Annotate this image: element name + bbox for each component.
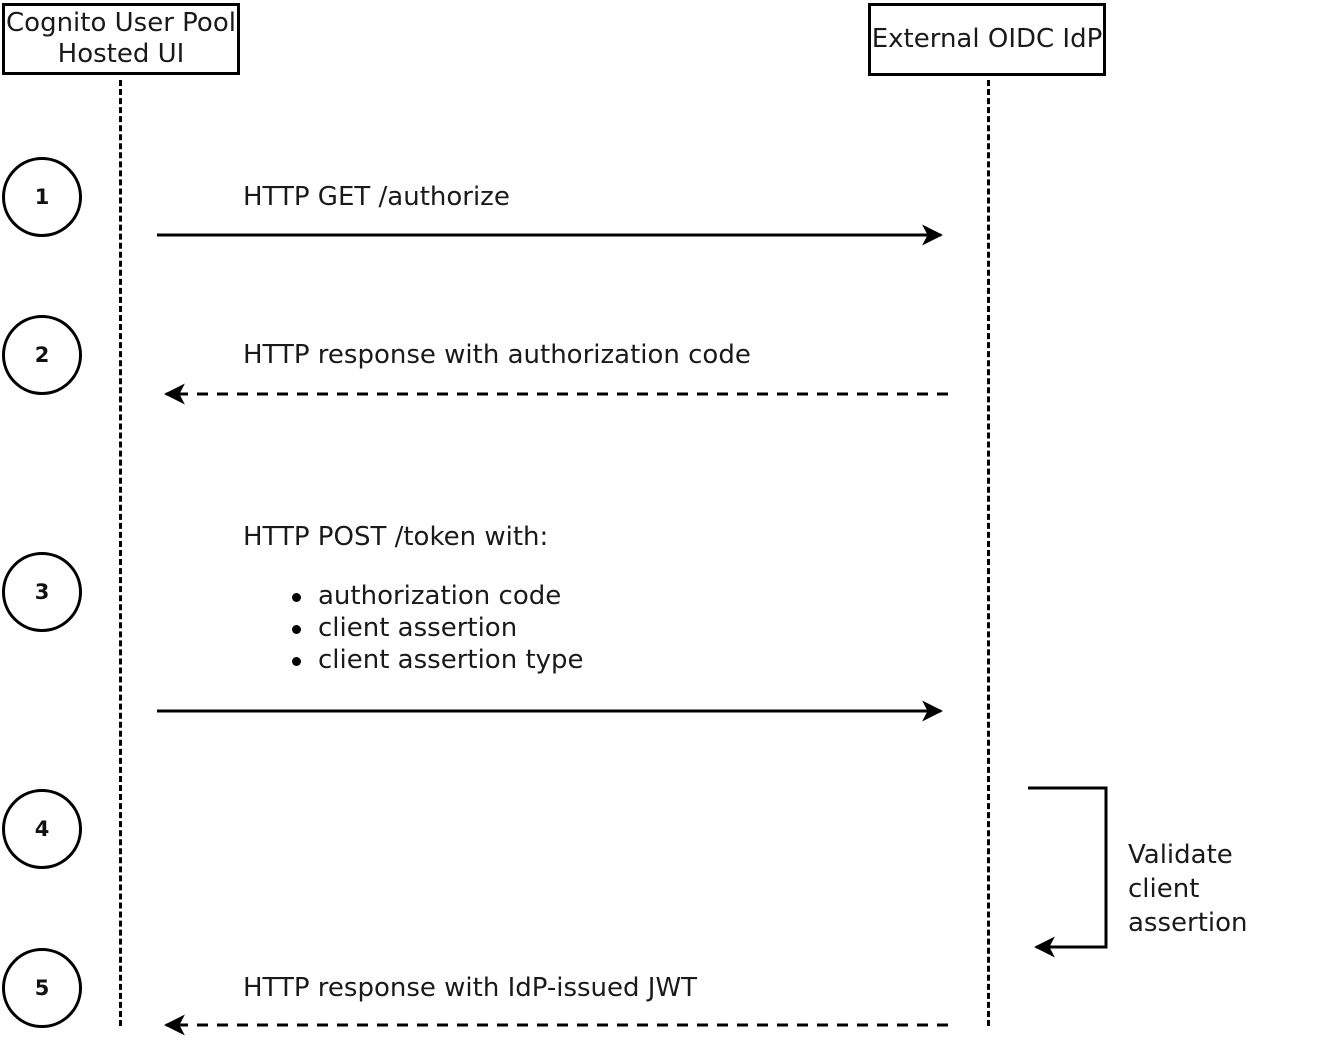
step-circle-1: 1 (2, 157, 82, 237)
message-arrow-4-self-loop (1028, 786, 1108, 958)
step-circle-3: 3 (2, 552, 82, 632)
participant-box-cognito: Cognito User Pool Hosted UI (2, 3, 240, 75)
message-3-bullet-list: authorization code client assertion clie… (292, 580, 584, 676)
list-item: client assertion type (292, 644, 584, 676)
self-loop-note-4: Validate client assertion (1128, 840, 1248, 938)
message-label-5: HTTP response with IdP-issued JWT (243, 973, 698, 1003)
lifeline-cognito (119, 80, 122, 1026)
step-circle-2: 2 (2, 315, 82, 395)
message-label-1: HTTP GET /authorize (243, 182, 510, 212)
participant-box-idp: External OIDC IdP (868, 3, 1106, 76)
message-label-3: HTTP POST /token with: (243, 522, 549, 552)
step-circle-4: 4 (2, 789, 82, 869)
lifeline-idp (987, 80, 990, 1026)
message-label-2: HTTP response with authorization code (243, 340, 751, 370)
step-circle-5: 5 (2, 948, 82, 1028)
list-item: authorization code (292, 580, 584, 612)
list-item: client assertion (292, 612, 584, 644)
